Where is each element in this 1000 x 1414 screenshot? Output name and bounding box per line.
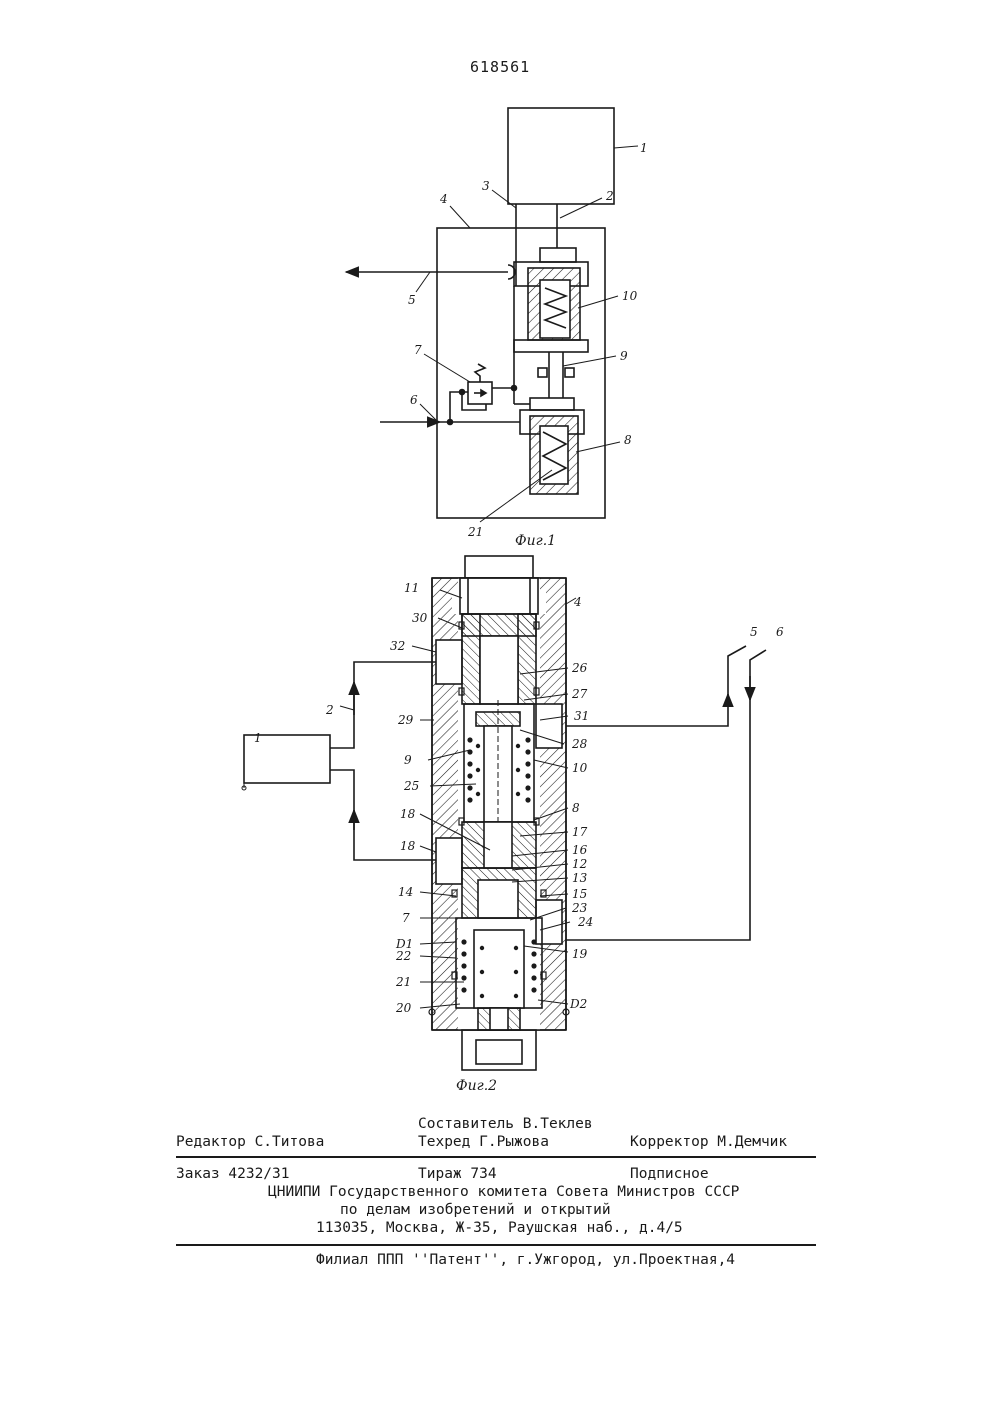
fig2-label: 7 bbox=[402, 911, 410, 925]
fig2-label: D2 bbox=[569, 997, 587, 1011]
fig2-label: 26 bbox=[571, 661, 588, 675]
imprint-branch: Филиал ППП ''Патент'', г.Ужгород, ул.Про… bbox=[316, 1252, 735, 1268]
fig2-label: D1 bbox=[395, 937, 413, 951]
fig1-label: 6 bbox=[410, 393, 418, 407]
fig1-label: 1 bbox=[640, 141, 648, 155]
fig2-label: 10 bbox=[572, 761, 588, 775]
fig2-label: 24 bbox=[577, 915, 593, 929]
fig1-label: 9 bbox=[620, 349, 628, 363]
fig2-label: 30 bbox=[412, 611, 428, 625]
fig1-label: 3 bbox=[482, 179, 490, 193]
fig2-label: 31 bbox=[574, 709, 589, 723]
imprint-editor: Редактор С.Титова bbox=[176, 1134, 324, 1150]
fig1-caption: Фиг.1 bbox=[515, 533, 556, 549]
fig2-label: 23 bbox=[571, 901, 588, 915]
fig2-label: 18 bbox=[400, 807, 416, 821]
fig2-label: 12 bbox=[572, 857, 587, 871]
figure-2 bbox=[242, 556, 766, 1070]
fig1-label: 2 bbox=[605, 189, 614, 203]
fig1-label: 10 bbox=[622, 289, 638, 303]
fig2-label: 27 bbox=[571, 687, 588, 701]
imprint-org-line2: по делам изобретений и открытий bbox=[340, 1202, 611, 1218]
fig2-label: 18 bbox=[400, 839, 416, 853]
fig2-caption: Фиг.2 bbox=[456, 1078, 497, 1094]
fig2-label: 9 bbox=[404, 753, 412, 767]
fig1-label: 7 bbox=[414, 343, 422, 357]
fig2-label: 6 bbox=[776, 625, 784, 639]
imprint-address: 113035, Москва, Ж-35, Раушская наб., д.4… bbox=[316, 1220, 683, 1236]
technical-drawings: 1 2 3 4 5 6 7 8 9 10 21 Фиг.1 bbox=[0, 0, 1000, 1100]
divider bbox=[176, 1244, 816, 1246]
fig2-label: 32 bbox=[390, 639, 405, 653]
imprint-subscription: Подписное bbox=[630, 1166, 709, 1182]
imprint-techred: Техред Г.Рыжова bbox=[418, 1134, 549, 1150]
fig1-label: 4 bbox=[439, 192, 448, 206]
fig2-label: 11 bbox=[404, 581, 419, 595]
fig2-label: 19 bbox=[572, 947, 588, 961]
imprint-circulation: Тираж 734 bbox=[418, 1166, 497, 1182]
divider bbox=[176, 1156, 816, 1158]
fig2-label: 14 bbox=[398, 885, 413, 899]
fig2-label: 1 bbox=[254, 731, 262, 745]
fig1-block-1 bbox=[508, 108, 614, 204]
imprint-corrector: Корректор М.Демчик bbox=[630, 1134, 787, 1150]
fig2-label: 29 bbox=[397, 713, 414, 727]
imprint-order: Заказ 4232/31 bbox=[176, 1166, 290, 1182]
fig2-label: 13 bbox=[572, 871, 588, 885]
fig2-label: 5 bbox=[750, 625, 758, 639]
fig2-label: 2 bbox=[325, 703, 334, 717]
fig2-label: 25 bbox=[403, 779, 419, 793]
fig2-label: 17 bbox=[572, 825, 588, 839]
fig1-label: 8 bbox=[624, 433, 632, 447]
fig2-label: 22 bbox=[395, 949, 411, 963]
imprint-compiler: Составитель В.Теклев bbox=[418, 1116, 593, 1132]
figure-1 bbox=[346, 108, 638, 522]
fig1-label: 21 bbox=[467, 525, 483, 539]
fig2-label: 21 bbox=[395, 975, 411, 989]
fig2-label: 8 bbox=[572, 801, 580, 815]
fig1-label: 5 bbox=[408, 293, 416, 307]
fig2-label: 28 bbox=[571, 737, 588, 751]
fig2-label: 16 bbox=[572, 843, 588, 857]
fig2-label: 4 bbox=[573, 595, 582, 609]
imprint-org-line1: ЦНИИПИ Государственного комитета Совета … bbox=[268, 1184, 739, 1200]
fig2-label: 15 bbox=[572, 887, 587, 901]
fig2-label: 20 bbox=[395, 1001, 412, 1015]
